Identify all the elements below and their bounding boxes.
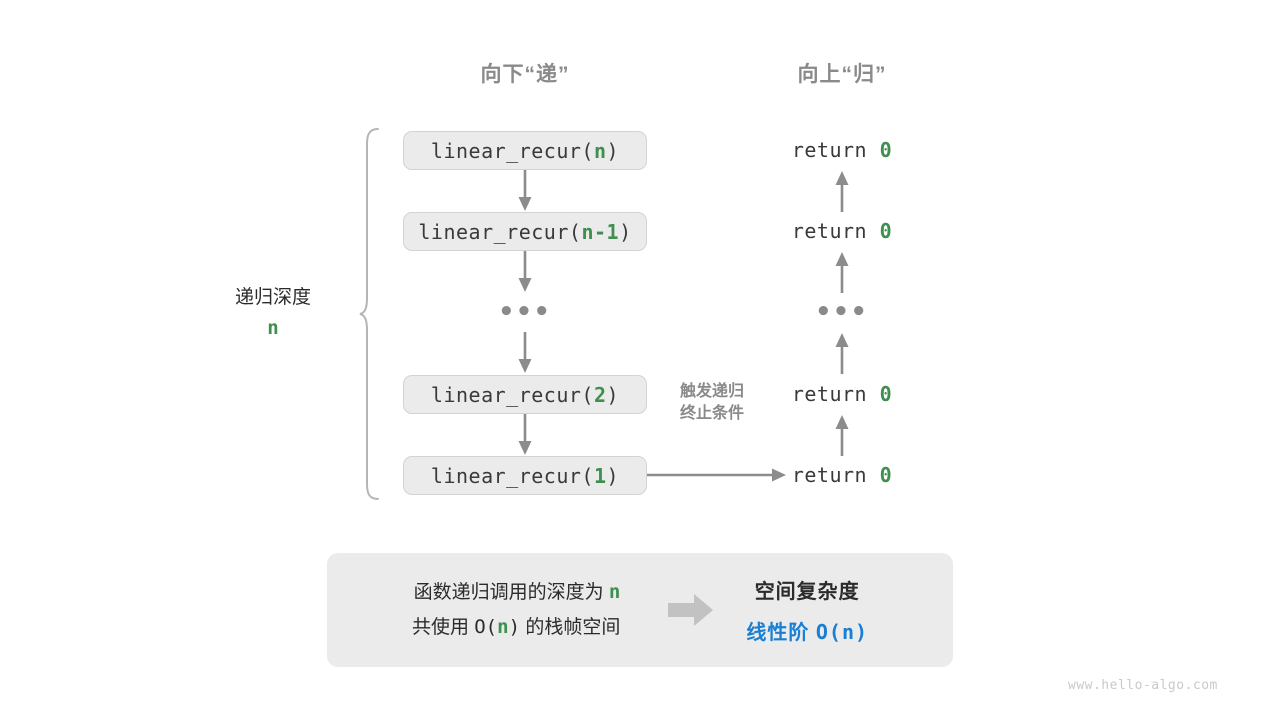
- call-box-2-prefix: linear_recur(: [430, 382, 594, 407]
- arrow-up-2: [829, 251, 855, 293]
- complexity-value-notation: O(n): [815, 620, 869, 644]
- arrow-up-4: [829, 414, 855, 456]
- call-box-n-arg: n: [593, 138, 607, 163]
- complexity-value-label: 线性阶: [746, 622, 810, 644]
- return-value-3: 0: [879, 382, 893, 406]
- summary-line-1-text: 函数递归调用的深度为: [413, 581, 604, 603]
- watermark: www.hello-algo.com: [1068, 678, 1218, 693]
- return-value-1: 0: [879, 138, 893, 162]
- call-box-n-minus-1: linear_recur(n-1): [403, 212, 647, 251]
- call-box-1-arg: 1: [593, 463, 607, 488]
- call-box-1: linear_recur(1): [403, 456, 647, 495]
- arrow-up-1: [829, 170, 855, 212]
- implies-arrow-icon: [668, 593, 714, 627]
- return-text-3: return: [791, 382, 868, 406]
- summary-line-2-n: n: [497, 616, 509, 638]
- call-box-n1-prefix: linear_recur(: [418, 219, 582, 244]
- recursion-depth-value: n: [267, 317, 279, 339]
- return-text-4: return: [791, 463, 868, 487]
- summary-line-2-tail: 的栈帧空间: [525, 617, 621, 638]
- summary-panel: 函数递归调用的深度为 n 共使用 O(n) 的栈帧空间 空间复杂度 线性阶 O(…: [327, 553, 953, 667]
- call-box-1-suffix: ): [606, 463, 620, 488]
- return-label-4: return 0: [722, 463, 962, 487]
- summary-line-2-bigo: O(: [474, 616, 498, 638]
- return-label-3: return 0: [722, 382, 962, 406]
- call-box-2-arg: 2: [593, 382, 607, 407]
- call-box-n: linear_recur(n): [403, 131, 647, 170]
- trigger-note-line1: 触发递归: [679, 383, 744, 400]
- call-stack-ellipsis: •••: [498, 297, 552, 327]
- call-box-n1-arg: n-1: [581, 219, 620, 244]
- summary-right-text: 空间复杂度 线性阶 O(n): [746, 575, 868, 645]
- summary-line-2-text: 共使用: [411, 617, 469, 638]
- summary-line-2-close: ): [508, 616, 521, 638]
- column-header-downward: 向下“递”: [480, 63, 570, 86]
- trigger-note-line2: 终止条件: [679, 404, 744, 422]
- return-text-1: return: [791, 138, 868, 162]
- return-value-2: 0: [879, 219, 893, 243]
- arrow-down-2: [512, 251, 538, 293]
- return-text-2: return: [791, 219, 868, 243]
- summary-line-1: 函数递归调用的深度为 n: [412, 575, 621, 610]
- summary-left-text: 函数递归调用的深度为 n 共使用 O(n) 的栈帧空间: [412, 575, 620, 645]
- call-box-n-suffix: ): [606, 138, 620, 163]
- depth-brace: [358, 126, 384, 502]
- call-box-n1-suffix: ): [619, 219, 632, 244]
- call-box-2: linear_recur(2): [403, 375, 647, 414]
- call-box-2-suffix: ): [606, 382, 620, 407]
- return-value-4: 0: [879, 463, 893, 487]
- arrow-down-4: [512, 414, 538, 456]
- column-header-upward: 向上“归”: [797, 63, 887, 86]
- trigger-note: 触发递归 终止条件: [642, 381, 782, 424]
- return-ellipsis: •••: [815, 297, 869, 327]
- arrow-down-3: [512, 332, 538, 374]
- recursion-depth-label: 递归深度 n: [193, 282, 353, 339]
- summary-line-2: 共使用 O(n) 的栈帧空间: [412, 610, 620, 645]
- recursion-depth-text: 递归深度: [234, 287, 311, 308]
- call-box-n-prefix: linear_recur(: [430, 138, 594, 163]
- summary-line-1-n: n: [608, 580, 621, 603]
- return-label-1: return 0: [722, 138, 962, 162]
- complexity-value: 线性阶 O(n): [746, 616, 868, 645]
- complexity-title: 空间复杂度: [754, 581, 860, 603]
- call-box-1-prefix: linear_recur(: [430, 463, 594, 488]
- return-label-2: return 0: [722, 219, 962, 243]
- arrow-down-1: [512, 170, 538, 212]
- arrow-base-case: [647, 462, 787, 488]
- arrow-up-3: [829, 332, 855, 374]
